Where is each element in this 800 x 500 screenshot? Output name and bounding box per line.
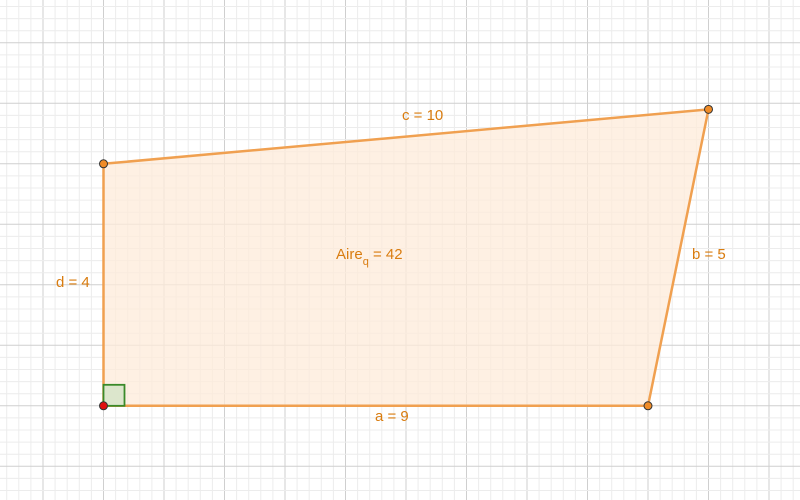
side-c-label[interactable]: c = 10 xyxy=(402,107,443,124)
side-b-label[interactable]: b = 5 xyxy=(692,246,726,263)
right-angle-marker xyxy=(102,383,126,407)
vertex-point-top-left[interactable] xyxy=(99,159,108,169)
vertex-point-origin[interactable] xyxy=(99,401,108,411)
quadrilateral[interactable] xyxy=(102,108,710,408)
vertex-point-top-right[interactable] xyxy=(704,104,713,114)
vertex-point-bottom-right[interactable] xyxy=(643,401,653,411)
side-d-label[interactable]: d = 4 xyxy=(56,274,90,291)
vertices xyxy=(99,104,713,411)
area-subscript: q xyxy=(363,256,369,268)
area-value: = 42 xyxy=(369,246,403,263)
area-label[interactable]: Aireq = 42 xyxy=(336,246,403,268)
side-a-label[interactable]: a = 9 xyxy=(375,408,409,425)
area-name: Aire xyxy=(336,246,363,263)
